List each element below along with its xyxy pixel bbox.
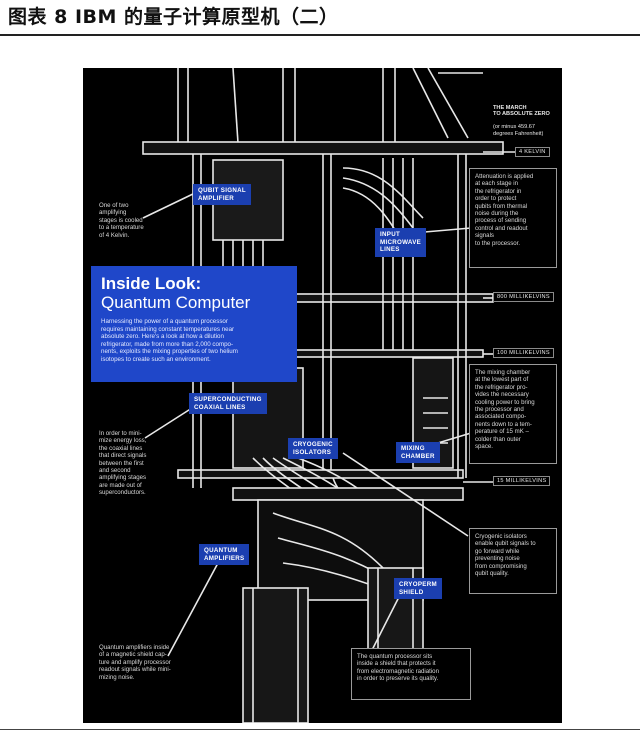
inside-look-panel: Inside Look: Quantum Computer Harnessing… bbox=[91, 266, 297, 382]
bottom-rule bbox=[0, 729, 640, 730]
temp-100-millikelvins: 100 MILLIKELVINS bbox=[493, 348, 554, 358]
note-cryogenic-isolators: Cryogenic isolators enable qubit signals… bbox=[469, 528, 557, 594]
temp-15-millikelvins: 15 MILLIKELVINS bbox=[493, 476, 551, 486]
temp-4-kelvin: 4 KELVIN bbox=[515, 147, 550, 157]
label-input-microwave-lines: INPUT MICROWAVE LINES bbox=[375, 228, 427, 257]
temp-800-millikelvins: 800 MILLIKELVINS bbox=[493, 292, 554, 302]
note-amplifier-4k: One of two amplifying stages is cooled t… bbox=[99, 202, 144, 239]
label-cryogenic-isolators: CRYOGENIC ISOLATORS bbox=[288, 438, 338, 460]
note-coaxial-lines: In order to mini- mize energy loss, the … bbox=[99, 430, 147, 497]
label-quantum-amplifiers: QUANTUM AMPLIFIERS bbox=[199, 544, 250, 566]
march-to-absolute-zero: THE MARCH TO ABSOLUTE ZERO (or minus 459… bbox=[493, 98, 550, 144]
poster-subheadline: Quantum Computer bbox=[101, 293, 251, 312]
top-rule bbox=[0, 34, 640, 36]
note-cryoperm-shield: The quantum processor sits inside a shie… bbox=[351, 648, 471, 700]
note-quantum-amplifiers: Quantum amplifiers inside of a magnetic … bbox=[99, 644, 171, 681]
note-attenuation: Attenuation is applied at each stage in … bbox=[469, 168, 557, 268]
march-subtitle: (or minus 459.67 degrees Fahrenheit) bbox=[493, 124, 544, 137]
poster-headline: Inside Look: bbox=[101, 274, 202, 293]
label-cryoperm-shield: CRYOPERM SHIELD bbox=[394, 578, 442, 600]
label-qubit-signal-amplifier: QUBIT SIGNAL AMPLIFIER bbox=[193, 184, 251, 206]
figure-title: 图表 8 IBM 的量子计算原型机（二） bbox=[8, 6, 339, 28]
poster: THE MARCH TO ABSOLUTE ZERO (or minus 459… bbox=[83, 68, 562, 723]
note-mixing-chamber: The mixing chamber at the lowest part of… bbox=[469, 364, 557, 464]
march-title: THE MARCH TO ABSOLUTE ZERO bbox=[493, 104, 550, 118]
poster-intro: Harnessing the power of a quantum proces… bbox=[101, 318, 238, 363]
label-superconducting-coaxial-lines: SUPERCONDUCTING COAXIAL LINES bbox=[189, 393, 267, 415]
label-mixing-chamber: MIXING CHAMBER bbox=[396, 442, 440, 464]
